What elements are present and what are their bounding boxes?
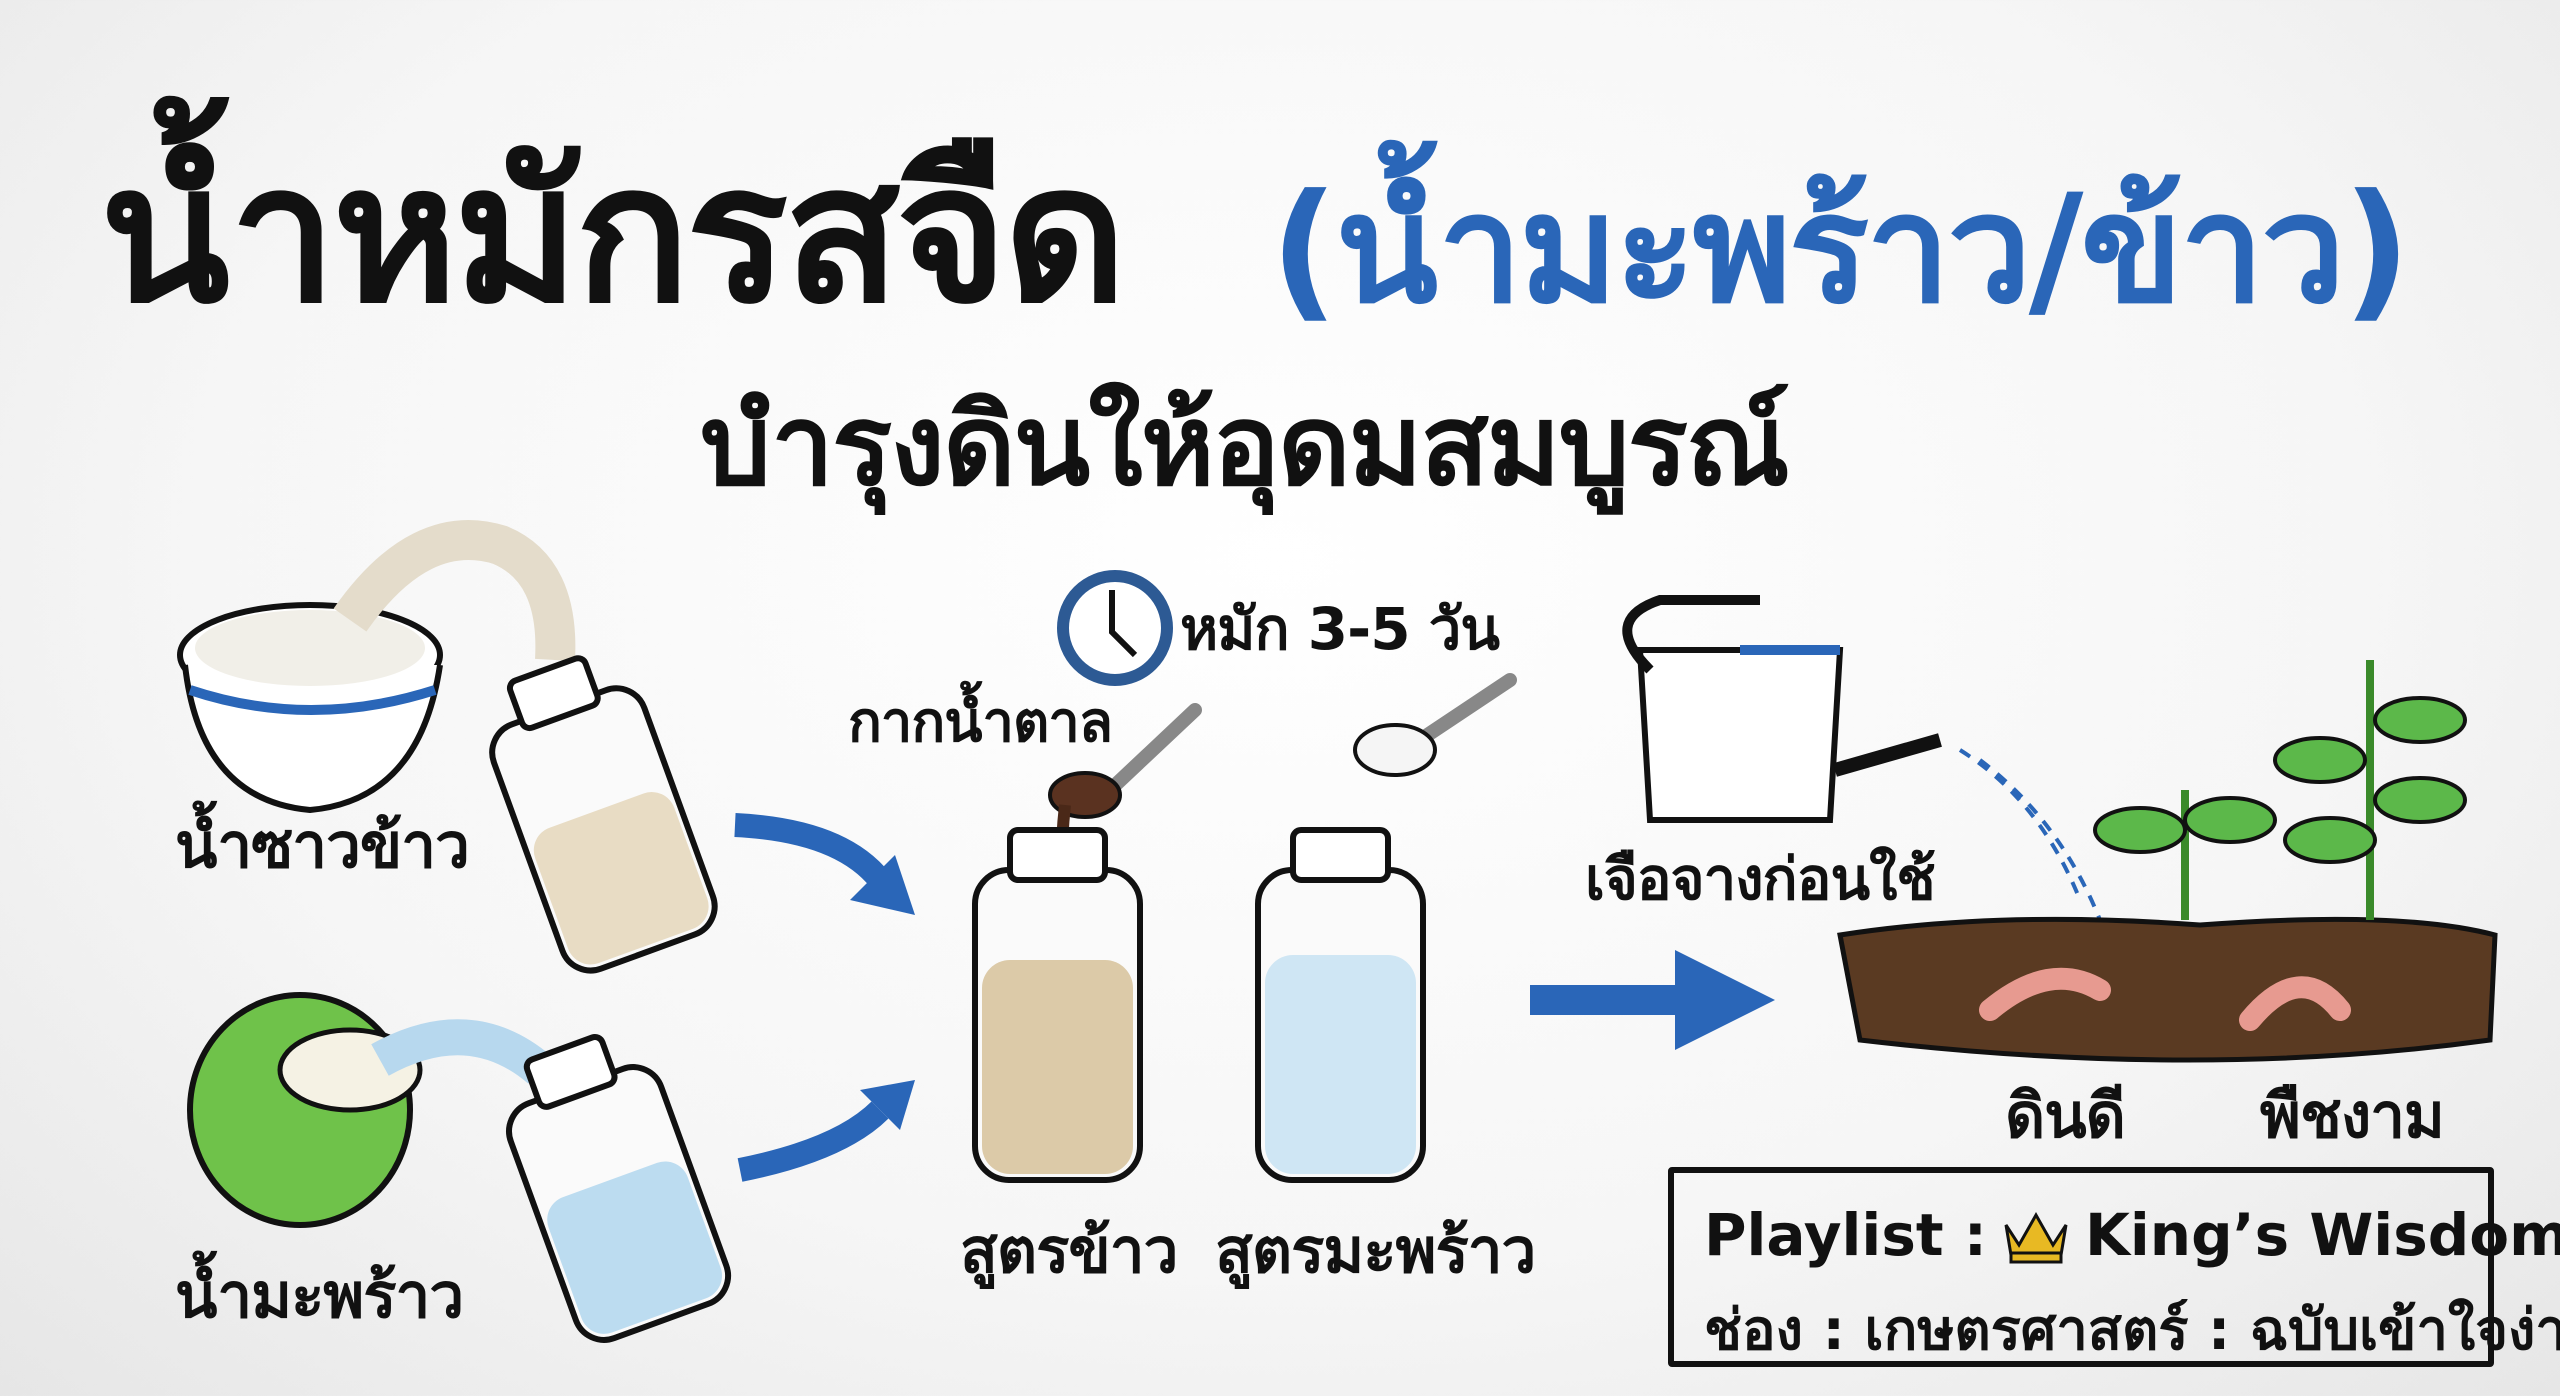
sugar-spoon-icon — [1353, 673, 1517, 777]
coconut-formula-bottle-icon — [1255, 827, 1426, 1183]
label-good-soil: ดินดี — [2005, 1079, 2126, 1152]
arrow-icon — [737, 1101, 889, 1182]
crown-icon — [2004, 1211, 2068, 1264]
coconut-water-bottle-icon — [506, 1034, 732, 1343]
label-rice-formula: สูตรข้าว — [960, 1214, 1178, 1287]
arrow-head-icon — [860, 1080, 915, 1130]
rice-water-bottle-icon — [489, 655, 718, 974]
watering-can-icon — [1622, 595, 2102, 921]
page-title-sub: (น้ำมะพร้าว/ข้าว) — [1270, 163, 2411, 337]
arrow-icon — [1530, 985, 1680, 1015]
playlist-line: Playlist : King’s Wisdom | — [1704, 1201, 2560, 1269]
rice-formula-bottle-icon — [972, 827, 1143, 1183]
coconut-icon — [187, 992, 552, 1228]
channel-name: ช่อง : เกษตรศาสตร์ : ฉบับเข้าใจง่าย — [1704, 1298, 2560, 1363]
label-coconut-formula: สูตรมะพร้าว — [1215, 1214, 1536, 1287]
arrow-icon — [734, 813, 890, 888]
playlist-label: Playlist : — [1704, 1201, 1987, 1269]
label-rice-water: น้ำซาวข้าว — [175, 809, 470, 882]
playlist-name: King’s Wisdom | — [2084, 1201, 2560, 1269]
label-ferment-time: หมัก 3-5 วัน — [1180, 595, 1500, 663]
page-title: น้ำหมักรสจืด — [100, 124, 1127, 345]
arrow-head-icon — [1675, 950, 1775, 1050]
arrow-head-icon — [850, 855, 915, 915]
page-subtitle: บำรุงดินให้อุดมสมบูรณ์ — [700, 381, 1790, 511]
rice-bowl-icon — [177, 520, 576, 814]
label-beautiful-plants: พืชงาม — [2260, 1079, 2445, 1152]
clock-icon — [1057, 570, 1173, 686]
playlist-info-box: Playlist : King’s Wisdom | ช่อง : เกษตรศ… — [1668, 1167, 2560, 1367]
label-dilute: เจือจางก่อนใช้ — [1585, 845, 1936, 913]
label-coconut-water: น้ำมะพร้าว — [175, 1259, 464, 1332]
label-molasses: กากน้ำตาล — [848, 690, 1113, 755]
soil-with-plants-icon — [1837, 660, 2498, 1063]
